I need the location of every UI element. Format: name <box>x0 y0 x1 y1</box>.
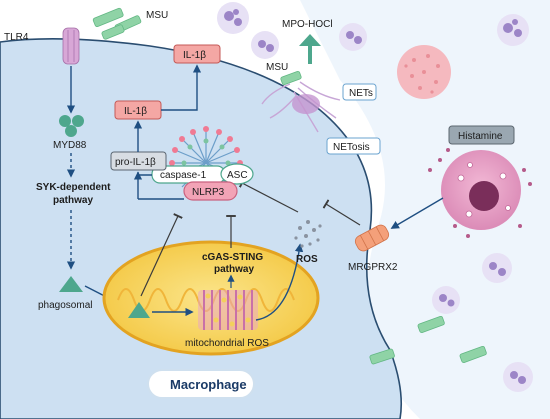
il1b-release-arrow <box>161 64 202 111</box>
nets-label: NETs <box>349 88 373 99</box>
il1b-top-label: IL-1β <box>183 50 206 61</box>
phagosome-inhibit-nlrp3 <box>140 213 183 297</box>
neutrophil-icon <box>497 14 529 46</box>
syk-label-line2: pathway <box>53 195 93 206</box>
tlr4-label: TLR4 <box>4 32 29 43</box>
msu-crystal-icon <box>280 70 302 86</box>
mpo-triangle-icon <box>299 34 321 46</box>
histamine-label: Histamine <box>458 131 503 142</box>
syk-label-line1: SYK-dependent <box>36 182 111 193</box>
neutrophil-icon <box>339 23 367 51</box>
histamine-to-mrgprx2-arrow <box>390 197 444 229</box>
msu-top-label: MSU <box>146 10 168 21</box>
nets-box <box>342 83 377 101</box>
extracellular-space <box>300 0 550 419</box>
mrgprx2-label: MRGPRX2 <box>348 262 398 273</box>
cgas-label-line2: pathway <box>214 264 254 275</box>
neutrophil-icon <box>217 2 249 34</box>
mito-phagosome-icon <box>128 302 150 318</box>
histamine-box <box>448 125 515 145</box>
msu-crystal-icon <box>369 315 487 365</box>
neutrophil-icon <box>251 31 279 59</box>
tlr4-receptor-icon <box>62 27 80 65</box>
mrgprx2-receptor-icon <box>354 224 390 252</box>
caspase-label: caspase-1 <box>160 170 207 181</box>
phagosomal-label: phagosomal <box>38 300 92 311</box>
neutrophil-icon <box>432 286 460 314</box>
netosis-label: NETosis <box>333 142 370 153</box>
neutrophil-icon <box>503 362 533 392</box>
mpo-label: MPO-HOCl <box>282 19 333 30</box>
mito-to-ros-arrow <box>255 243 304 321</box>
phagosome-icon <box>59 276 83 292</box>
macrophage-title-bubble <box>147 369 255 399</box>
mast-cell-icon <box>428 148 532 238</box>
mtdna-membrane-icon <box>198 290 258 330</box>
nlrp3-label: NLRP3 <box>192 187 225 198</box>
il1b-top-box <box>173 44 221 64</box>
il1b-mid-label: IL-1β <box>124 106 147 117</box>
nlrp3-box <box>183 181 238 201</box>
pro-il1b-label: pro-IL-1β <box>115 157 156 168</box>
ros-inhibit-arrow <box>238 178 299 213</box>
ros-cloud-icon <box>294 220 322 248</box>
netosis-cell-icon <box>292 94 320 114</box>
myd88-icon <box>59 115 84 137</box>
mrgprx2-inhibit-arrow <box>322 199 361 226</box>
neutrophil-icon <box>482 253 512 283</box>
netosis-box <box>326 137 381 155</box>
cgas-label-line1: cGAS-STING <box>202 252 263 263</box>
macrophage-label: Macrophage <box>170 377 247 392</box>
ros-label: ROS <box>296 254 318 265</box>
nets-structure-icon <box>261 81 341 133</box>
myd88-label: MYD88 <box>53 140 87 151</box>
eosinophil-icon <box>397 45 451 99</box>
msu-mid-label: MSU <box>266 62 288 73</box>
msu-crystal-icon <box>92 7 142 40</box>
asc-label: ASC <box>227 170 248 181</box>
asc-oval <box>220 163 254 185</box>
mito-ros-label: mitochondrial ROS <box>185 338 269 349</box>
